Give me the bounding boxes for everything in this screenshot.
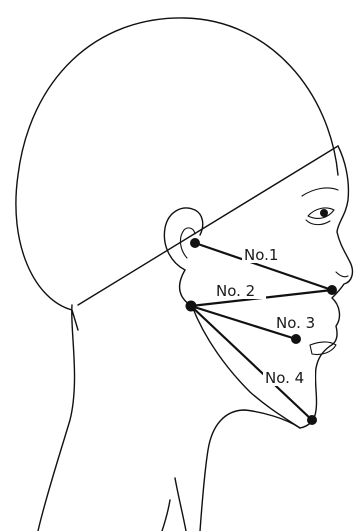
eye-pupil (320, 209, 328, 217)
collar-line-left (175, 478, 186, 531)
cheek-line (180, 270, 190, 305)
landmark-nose (327, 285, 337, 295)
neck-back-outline (38, 305, 75, 531)
label-no2: No. 2 (216, 282, 255, 300)
cap-line (78, 146, 338, 305)
eyebrow (302, 188, 338, 196)
label-no3: No. 3 (276, 314, 315, 332)
landmark-ear (190, 238, 200, 248)
neck-front-outline (200, 410, 300, 531)
collar-line-right (162, 500, 170, 531)
head-outline (16, 18, 338, 330)
label-no1: No.1 (244, 246, 278, 264)
landmark-chin (307, 415, 317, 425)
landmark-gonion (186, 301, 197, 312)
nostril (336, 272, 348, 277)
label-no4: No. 4 (265, 369, 304, 387)
landmark-mouth (291, 334, 301, 344)
eyelid-line (306, 220, 330, 225)
